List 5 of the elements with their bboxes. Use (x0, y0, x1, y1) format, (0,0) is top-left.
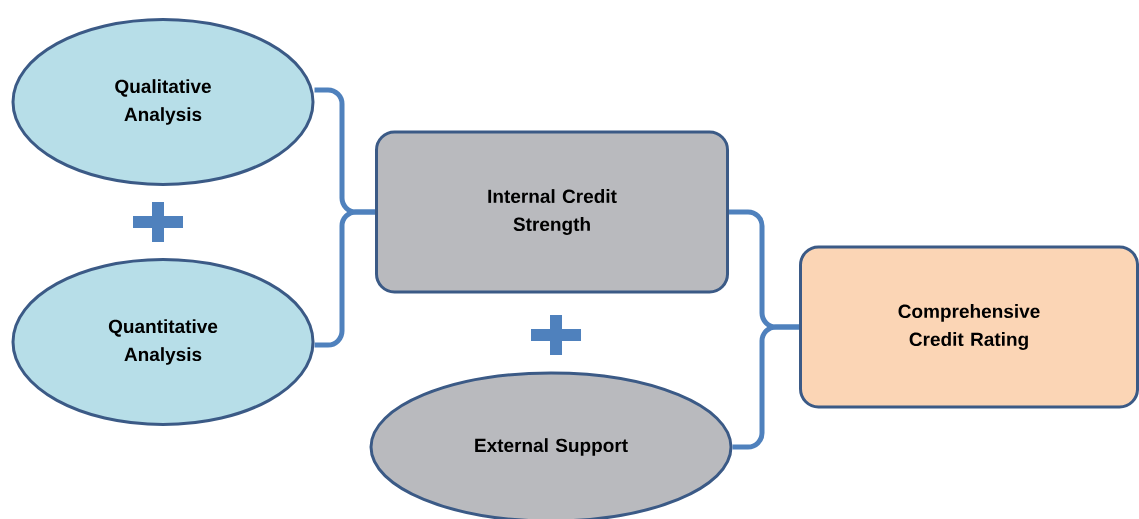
ellipse-node: Qualitative Analysis (11, 18, 315, 186)
ellipse-node: External Support (369, 371, 733, 519)
ellipse-node: Quantitative Analysis (11, 258, 315, 426)
rounded-box: Comprehensive Credit Rating (799, 245, 1139, 409)
rounded-box: Internal Credit Strength (375, 130, 729, 294)
